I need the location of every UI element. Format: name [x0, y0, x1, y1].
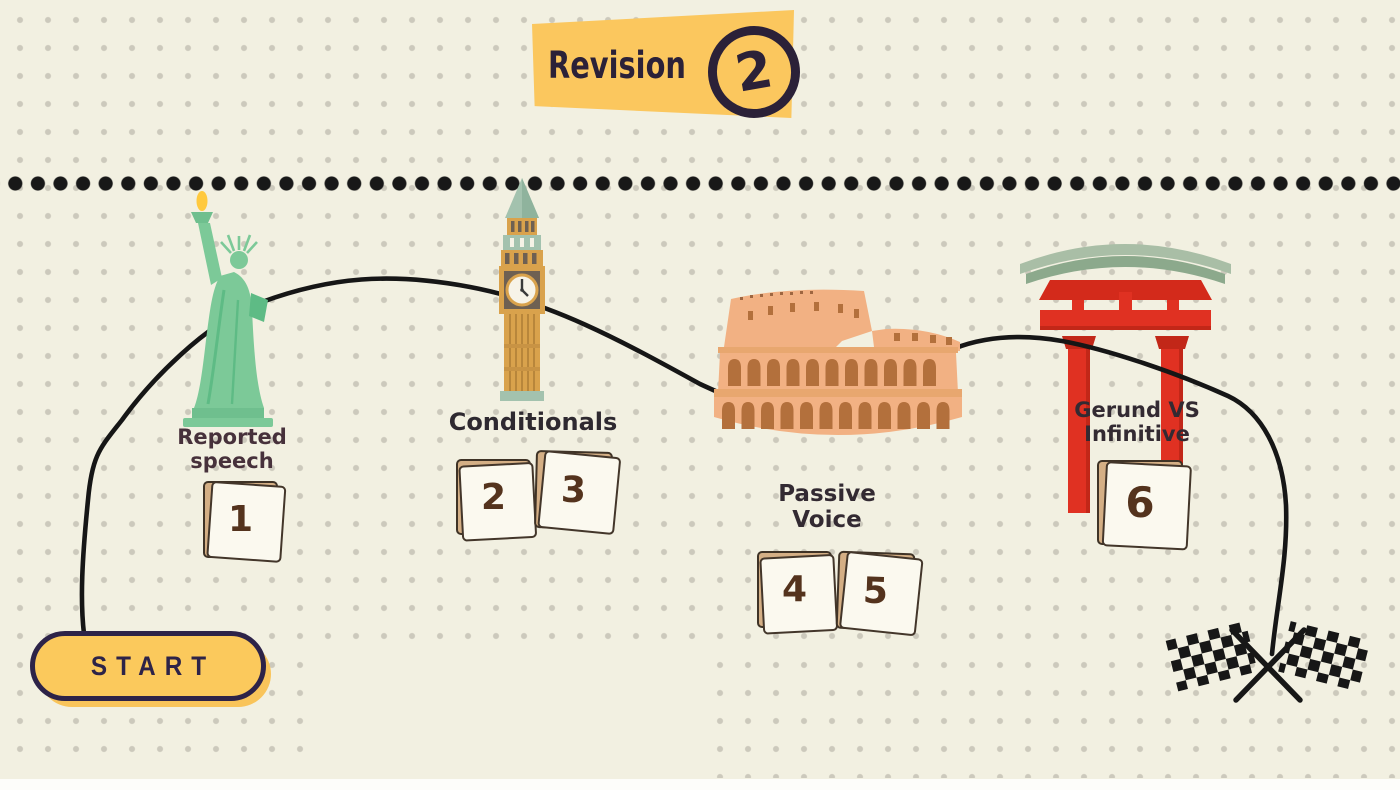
- title-banner: [532, 10, 794, 118]
- start-button-label: START: [90, 650, 216, 681]
- station-label-gerund-vs-infinitive: Gerund VS Infinitive: [1074, 398, 1200, 446]
- task-card-1[interactable]: 1: [203, 481, 278, 558]
- station-label-passive-voice: Passive Voice: [778, 481, 876, 534]
- station-label-conditionals: Conditionals: [448, 408, 618, 436]
- task-card-4[interactable]: 4: [757, 551, 832, 628]
- colosseum-icon: [714, 289, 962, 435]
- task-card-6[interactable]: 6: [1097, 460, 1183, 545]
- start-button[interactable]: START: [30, 631, 266, 701]
- task-card-5[interactable]: 5: [835, 550, 916, 632]
- task-card-3[interactable]: 3: [533, 450, 614, 530]
- big-ben-clock-tower-icon: [499, 178, 545, 401]
- page-title: Revision: [548, 44, 686, 87]
- statue-of-liberty-icon: [183, 191, 273, 427]
- dotted-divider-line: [0, 176, 1400, 191]
- station-label-reported-speech: Reported speech: [177, 425, 287, 473]
- task-card-2[interactable]: 2: [456, 459, 531, 535]
- checkered-finish-flags-icon: [1165, 621, 1371, 703]
- footer-strip: [0, 779, 1400, 790]
